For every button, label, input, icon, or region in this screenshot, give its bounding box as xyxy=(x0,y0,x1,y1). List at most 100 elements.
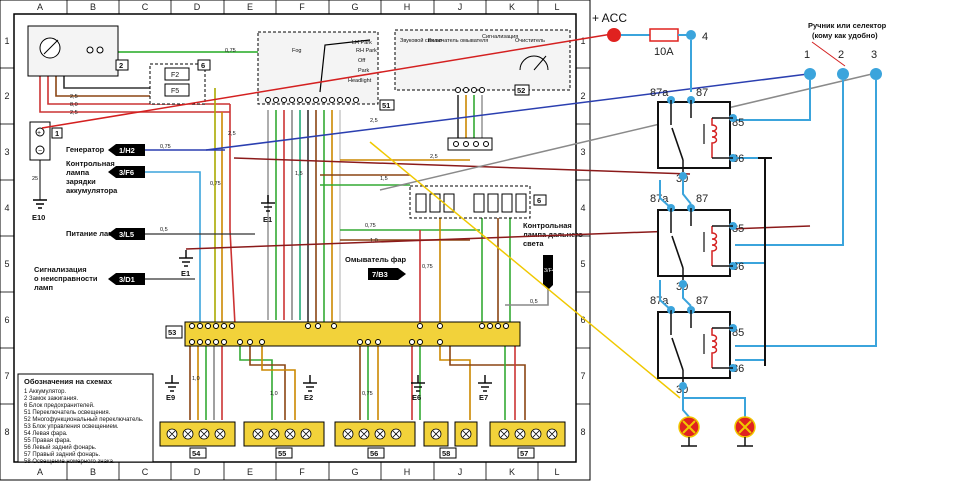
col-label-g-bottom: G xyxy=(351,467,358,477)
legend-item-10: 57 Правый задний фонарь. xyxy=(24,451,101,458)
col-label-d: D xyxy=(194,2,201,12)
fuse-block-main: 6 Контрольная лампа дальнего света 3/F4 xyxy=(409,185,583,290)
row-label-8-right: 8 xyxy=(580,427,585,437)
ground-labels: E1 E1 E9 E2 E6 E7 xyxy=(166,215,488,402)
col-label-g: G xyxy=(351,2,358,12)
row-label-7: 7 xyxy=(4,371,9,381)
col-label-c-bottom: C xyxy=(142,467,149,477)
row-label-2: 2 xyxy=(4,91,9,101)
row-label-1-right: 1 xyxy=(580,36,585,46)
control-lamp-label-4: аккумулятора xyxy=(66,186,118,195)
off-label: Off xyxy=(358,58,366,64)
col-label-l: L xyxy=(554,2,559,12)
lighting-control-unit: 53 xyxy=(165,321,521,347)
acc-terminal-icon xyxy=(607,28,621,42)
wire-value-25c: 2,5 xyxy=(228,131,236,137)
ground-e6-label: E6 xyxy=(412,393,421,402)
input-3-terminal-icon xyxy=(870,68,882,80)
right-taillamp-number: 57 xyxy=(520,449,528,458)
legend-box: Обозначения на схемах 1 Аккумулятор. 2 З… xyxy=(17,373,154,465)
control-lamp-label-3: зарядки xyxy=(66,177,96,186)
legend-item-6: 53 Блок управления освещением. xyxy=(24,424,119,430)
lamp-power-label: Питание ламп xyxy=(66,229,118,238)
connector-strip xyxy=(447,137,493,151)
indicator-lamp-2-icon xyxy=(734,416,756,447)
col-label-j-bottom: J xyxy=(458,467,463,477)
row-label-6-right: 6 xyxy=(580,315,585,325)
relay-1-87a: 87a xyxy=(650,87,669,99)
col-label-a: A xyxy=(37,2,43,12)
note-line-1: Ручник или селектор xyxy=(808,21,887,30)
relay-2-87: 87 xyxy=(696,193,708,205)
connector-l5-label: 3/L5 xyxy=(119,230,134,239)
lighting-switch-number: 51 xyxy=(382,101,390,110)
wire-value-075a: 0,75 xyxy=(225,48,236,54)
wire-value-075c: 0,75 xyxy=(365,223,376,229)
ignition-switch: 2 xyxy=(27,25,129,77)
row-label-3-right: 3 xyxy=(580,147,585,157)
lamp-power-wire-value: 0,5 xyxy=(160,227,168,233)
ground-e10-label: E10 xyxy=(32,213,45,222)
col-label-d-bottom: D xyxy=(194,467,201,477)
legend-item-11: 58 Освещение номерного знака. xyxy=(24,459,115,465)
row-label-7-right: 7 xyxy=(580,371,585,381)
acc-label: + ACC xyxy=(592,11,627,25)
wire-value-25d: 2,5 xyxy=(370,118,378,124)
row-label-3: 3 xyxy=(4,147,9,157)
multifunction-switch-number: 52 xyxy=(517,86,525,95)
wire-values: 2,5 8,0 2,5 0,75 2,5 0,75 1,5 2,5 2,5 1,… xyxy=(70,48,538,397)
relay-circuit: + ACC 10A 4 Ручник или селектор (кому ка… xyxy=(592,11,887,447)
wire-value-25a: 2,5 xyxy=(70,94,78,100)
legend-item-3: 6 Блок предохранителей. xyxy=(24,402,95,409)
hb-lamp-label-3: света xyxy=(523,239,544,248)
col-label-a-bottom: A xyxy=(37,467,43,477)
left-taillamp-number: 56 xyxy=(370,449,378,458)
input-1-terminal-icon xyxy=(804,68,816,80)
wire-value-10a: 1,0 xyxy=(370,238,378,244)
fuse-block-main-number: 6 xyxy=(537,196,541,205)
legend-item-1: 1 Аккумулятор. xyxy=(24,389,66,395)
connector-d1-label: 3/D1 xyxy=(119,275,135,284)
battery: + − 1 25 E10 xyxy=(29,121,63,222)
lighting-switch: Fog LH Park RH Park Off Park Headlight 5… xyxy=(257,31,395,111)
col-label-j: J xyxy=(458,2,463,12)
ground-e1b-label: E1 xyxy=(181,269,190,278)
left-headlamp-number: 54 xyxy=(192,449,201,458)
indicator-lamp-1-icon xyxy=(678,416,700,447)
wire-value-075d: 0,75 xyxy=(422,264,433,270)
fuse-block-number: 6 xyxy=(201,61,205,70)
col-label-c: C xyxy=(142,2,149,12)
rh-park-label: RH Park xyxy=(356,48,377,54)
relay-2: 87a 87 85 86 30 xyxy=(650,193,744,293)
control-unit-number: 53 xyxy=(168,328,176,337)
control-lamp-label-2: лампа xyxy=(66,168,90,177)
relay-1-87: 87 xyxy=(696,87,708,99)
connector-f4-label: 3/F4 xyxy=(544,268,555,274)
fog-label: Fog xyxy=(292,48,301,54)
wire-4-label: 4 xyxy=(702,31,708,43)
lamp-blocks: 54 55 56 58 57 xyxy=(159,421,566,459)
input-1-label: 1 xyxy=(804,49,810,61)
legend-item-7: 54 Левая фара. xyxy=(24,431,68,437)
signal-label-2: о неисправности xyxy=(34,274,98,283)
legend-item-9: 56 Левый задний фонарь. xyxy=(24,444,97,451)
fuse-10a-icon xyxy=(649,28,679,42)
row-label-4: 4 xyxy=(4,203,9,213)
input-3-label: 3 xyxy=(871,49,877,61)
connector-f6-label: 3/F6 xyxy=(119,168,134,177)
relay-3-87: 87 xyxy=(696,295,708,307)
row-label-4-right: 4 xyxy=(580,203,585,213)
battery-ground-wire: 25 xyxy=(32,176,38,182)
relay-1: 87a 87 85 86 30 xyxy=(650,87,744,185)
col-label-l-bottom: L xyxy=(554,467,559,477)
generator-wire-value: 0,75 xyxy=(160,144,171,150)
legend-item-5: 52 Многофункциональный переключатель. xyxy=(24,416,144,423)
ground-e1-label: E1 xyxy=(263,215,272,224)
right-headlamp-number: 55 xyxy=(278,449,286,458)
wire-value-80: 8,0 xyxy=(70,102,78,108)
wire-value-10b: 1,0 xyxy=(192,376,200,382)
connector-b3-label: 7/B3 xyxy=(372,270,388,279)
washer-label: Омыватель фар xyxy=(345,255,407,264)
row-label-1: 1 xyxy=(4,36,9,46)
